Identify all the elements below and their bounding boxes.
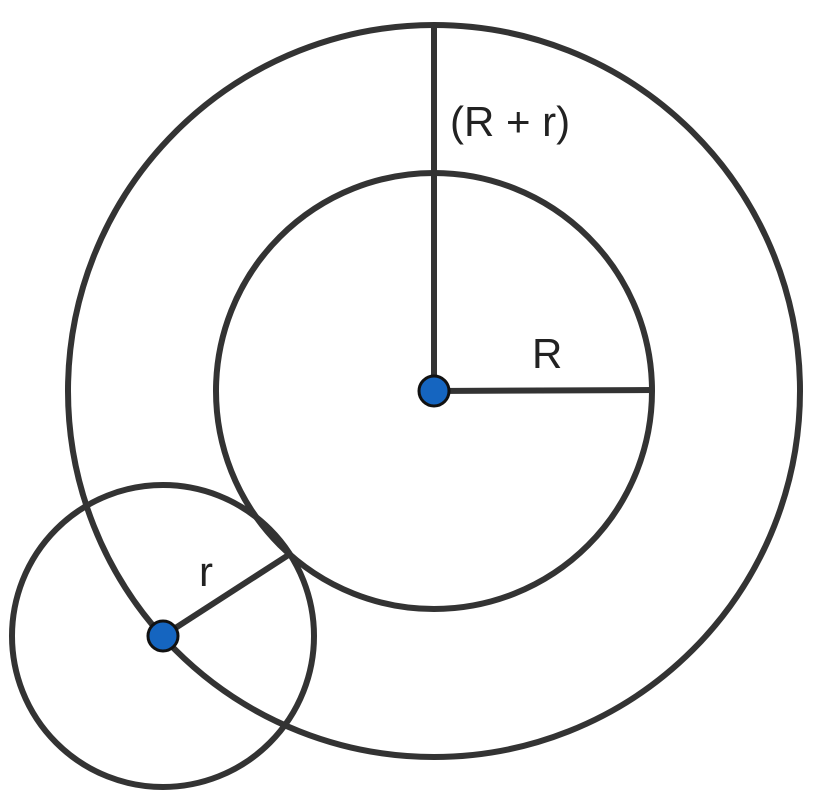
small-radius-line [161, 551, 292, 639]
small-circle [9, 482, 317, 790]
inner-radius-line [433, 387, 654, 394]
small-center-point [146, 619, 180, 653]
inner-radius-label: R [532, 330, 562, 377]
outer-radius-label: (R + r) [450, 98, 570, 145]
main-center-point [417, 374, 451, 408]
small-radius-label: r [199, 548, 213, 595]
